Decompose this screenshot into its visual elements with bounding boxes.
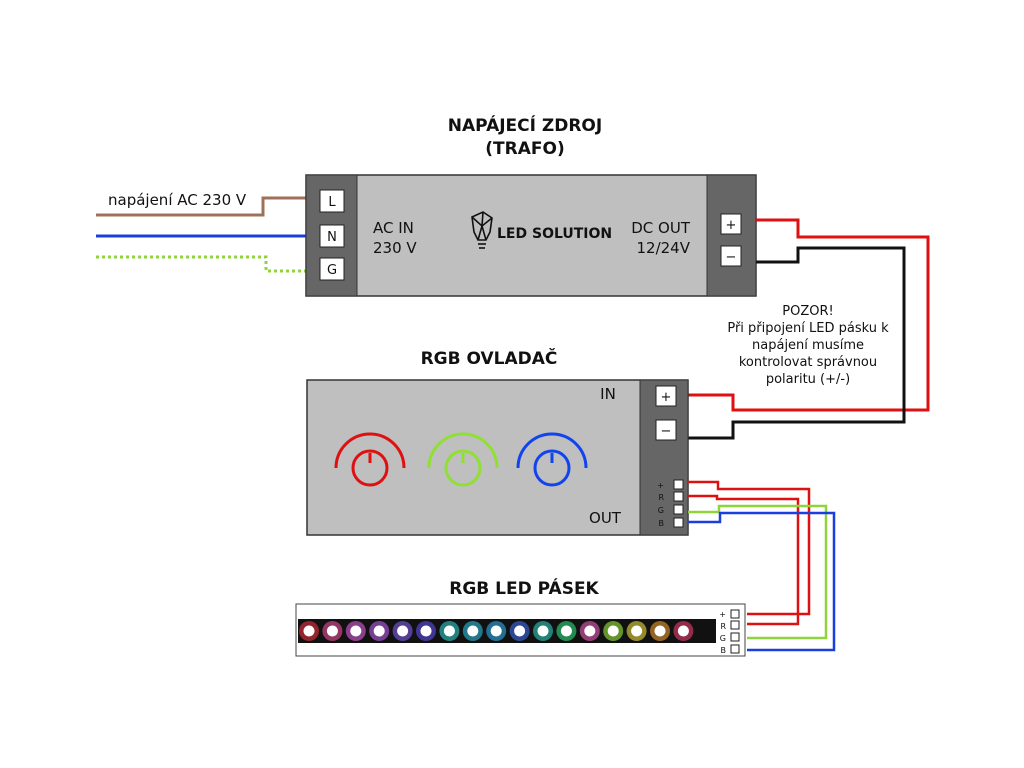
controller-pin-b [673, 517, 684, 528]
power-supply-output-block [706, 174, 757, 297]
led [514, 625, 526, 637]
controller-pin-b-label: B [659, 519, 665, 528]
led [560, 625, 572, 637]
led [303, 625, 315, 637]
rgb-wires [688, 480, 836, 652]
terminal-g-label: G [327, 263, 337, 278]
controller-body [306, 379, 689, 536]
knob-blue-icon [516, 432, 588, 487]
led [631, 625, 643, 637]
terminal-plus [720, 213, 742, 235]
strip-pin-g-label: G [720, 634, 726, 643]
controller-in-minus [655, 419, 677, 441]
logo-text: LED SOLUTION [497, 226, 612, 242]
led [607, 625, 619, 637]
wire-rgb-g [688, 504, 828, 640]
wire-dc-red [686, 218, 930, 412]
rgb-strip-title: RGB LED PÁSEK [449, 577, 599, 599]
controller-in-label: IN [600, 385, 616, 403]
led [490, 625, 502, 637]
terminal-n [319, 224, 345, 248]
wire-rgb-r [688, 494, 800, 626]
controller-pin-r-label: R [658, 493, 664, 502]
led [467, 625, 479, 637]
strip-pin-g [730, 632, 740, 642]
led [677, 625, 689, 637]
ac-input-label: napájení AC 230 V [108, 191, 247, 209]
polarity-warning: POZOR! Při připojení LED pásku k napájen… [727, 304, 889, 387]
led [584, 625, 596, 637]
led [443, 625, 455, 637]
strip-pin-b [730, 644, 740, 654]
led [326, 625, 338, 637]
controller-pin-plus [673, 479, 684, 490]
terminal-n-label: N [327, 230, 337, 245]
power-supply-title: NAPÁJECÍ ZDROJ [448, 114, 602, 136]
terminal-minus-label: − [726, 250, 737, 265]
controller-pin-g-label: G [658, 506, 664, 515]
led-solution-logo: LED SOLUTION [471, 211, 612, 249]
terminal-g [319, 257, 345, 281]
rgb-controller-title: RGB OVLADAČ [421, 347, 558, 369]
strip-pin-plus [730, 609, 740, 619]
controller-in-minus-label: − [661, 424, 672, 439]
wire-rgb-b [688, 511, 836, 652]
led [350, 625, 362, 637]
led [397, 625, 409, 637]
dc-wires [686, 218, 930, 440]
ac-in-voltage: 230 V [373, 239, 417, 257]
led-group [299, 621, 694, 641]
led [654, 625, 666, 637]
controller-pin-g [673, 504, 684, 515]
ac-input-wires [96, 196, 307, 273]
strip-pin-r [730, 620, 740, 630]
warning-line-2: Při připojení LED pásku k [727, 321, 889, 336]
wire-green-dotted [96, 255, 307, 273]
terminal-l [319, 189, 345, 213]
knob-green-icon [427, 432, 499, 487]
dc-out-voltage: 12/24V [637, 239, 691, 257]
terminal-plus-label: + [726, 218, 737, 233]
strip-pin-b-label: B [721, 646, 727, 655]
led [420, 625, 432, 637]
ac-in-label: AC IN [373, 219, 414, 237]
terminal-minus [720, 245, 742, 267]
wire-brown [96, 196, 307, 217]
terminal-l-label: L [328, 195, 336, 210]
power-supply-subtitle: (TRAFO) [485, 139, 564, 159]
controller-pin-r [673, 491, 684, 502]
strip-pin-plus-label: + [719, 610, 726, 619]
led [373, 625, 385, 637]
controller-in-plus [655, 385, 677, 407]
warning-line-4: kontrolovat správnou [739, 355, 877, 370]
power-supply-body [305, 174, 757, 297]
controller-out-label: OUT [589, 509, 622, 527]
rgb-controller: IN OUT + − + R G B [306, 379, 689, 536]
led [537, 625, 549, 637]
wire-rgb-plus [688, 480, 811, 616]
wire-dc-black [686, 246, 906, 440]
dc-out-label: DC OUT [631, 219, 691, 237]
warning-line-1: POZOR! [782, 304, 833, 319]
controller-in-plus-label: + [661, 390, 672, 405]
warning-line-3: napájení musíme [752, 338, 864, 353]
strip-pin-r-label: R [720, 622, 726, 631]
rgb-led-strip: + R G B [295, 603, 746, 657]
warning-line-5: polaritu (+/-) [766, 372, 850, 387]
bulb-icon [471, 211, 493, 249]
controller-pin-plus-label: + [657, 481, 664, 490]
power-supply: L N G AC IN 230 V DC OUT 12/24V LED SOLU… [305, 174, 757, 297]
knob-red-icon [334, 432, 406, 487]
